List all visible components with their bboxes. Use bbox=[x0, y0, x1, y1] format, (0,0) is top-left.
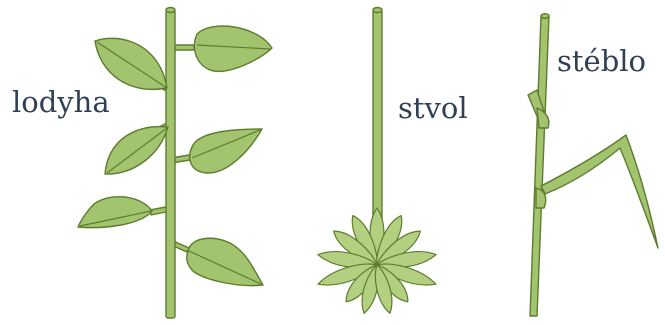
lodyha-leaf bbox=[78, 197, 152, 228]
lodyha-stem bbox=[166, 10, 175, 318]
label-stvol: stvol bbox=[398, 94, 468, 123]
lodyha-leaf bbox=[190, 129, 262, 173]
steblo-culm-tip bbox=[541, 14, 549, 19]
stvol-rosette bbox=[316, 208, 438, 315]
stvol-stalk-tip bbox=[373, 8, 382, 13]
steblo-node bbox=[537, 108, 549, 128]
label-steblo: stéblo bbox=[557, 47, 646, 76]
lodyha-plant bbox=[78, 8, 272, 319]
lodyha-leaf bbox=[187, 238, 263, 285]
lodyha-stem-tip bbox=[166, 8, 175, 13]
steblo-leaf-long bbox=[541, 135, 658, 248]
stvol-plant bbox=[316, 8, 438, 315]
steblo-culm bbox=[530, 16, 549, 316]
label-lodyha: lodyha bbox=[12, 88, 110, 117]
